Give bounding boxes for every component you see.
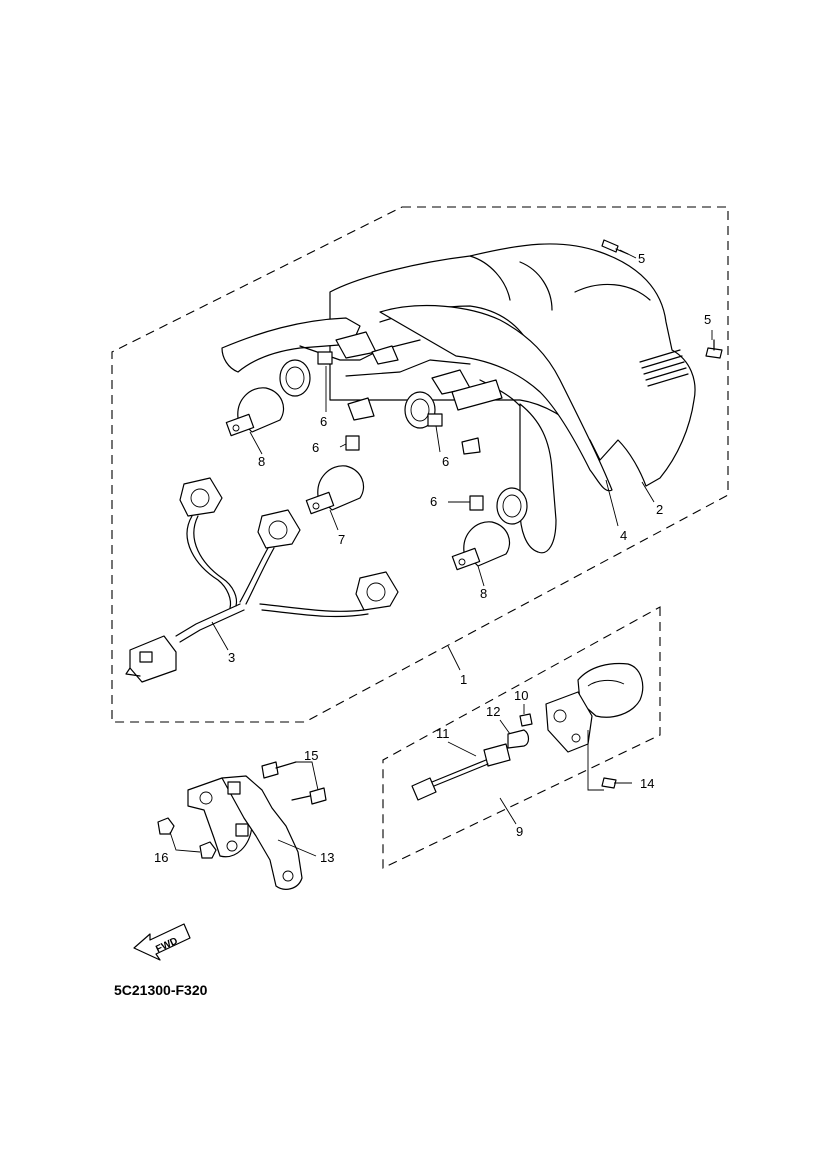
callout-13: 13 [320, 850, 334, 865]
callout-1: 1 [460, 672, 467, 687]
bracket-13 [187, 775, 303, 890]
callout-5-side: 5 [704, 312, 711, 327]
leader-lines [211, 366, 655, 857]
clip-nut-6-right [469, 495, 484, 511]
socket-cord-11 [411, 743, 511, 801]
callout-15: 15 [304, 748, 318, 763]
screw-14-bracket [587, 730, 604, 791]
nut-16-upper [157, 817, 175, 835]
wire-harness-3 [125, 477, 399, 683]
callout-4: 4 [620, 528, 627, 543]
callout-8-right: 8 [480, 586, 487, 601]
nut-16-lower [199, 841, 217, 859]
callout-10: 10 [514, 688, 528, 703]
callout-numbers: 1 2 3 4 5 5 6 6 6 6 7 8 8 9 10 11 12 13 … [154, 251, 711, 865]
license-light-lens-9 [545, 662, 644, 753]
clip-nut-6-left [345, 435, 360, 451]
screw-5-side [705, 330, 723, 359]
bulb-8-right [451, 521, 511, 571]
drawing-code: 5C21300-F320 [114, 982, 208, 998]
callout-3: 3 [228, 650, 235, 665]
screw-14 [601, 777, 632, 789]
forward-direction-arrow: FWD [133, 923, 191, 961]
callout-6-d: 6 [430, 494, 437, 509]
tail-light-housing [221, 243, 696, 554]
callout-7: 7 [338, 532, 345, 547]
callout-12: 12 [486, 704, 500, 719]
callout-9: 9 [516, 824, 523, 839]
callout-6-c: 6 [442, 454, 449, 469]
callout-5-upper: 5 [638, 251, 645, 266]
callout-14: 14 [640, 776, 654, 791]
assembly-9-boundary [382, 606, 661, 869]
bolt-15-upper [261, 761, 297, 779]
bulb-7 [305, 465, 365, 515]
callout-16: 16 [154, 850, 168, 865]
screw-10 [519, 704, 533, 727]
bolt-15-lower [291, 787, 327, 805]
assembly-1-boundary [111, 206, 729, 723]
callout-11: 11 [436, 726, 450, 741]
bulb-12 [507, 729, 530, 749]
callout-6-a: 6 [320, 414, 327, 429]
screw-5-upper [601, 239, 637, 259]
callout-6-b: 6 [312, 440, 319, 455]
bulb-8-left [225, 387, 285, 437]
callout-2: 2 [656, 502, 663, 517]
callout-8-left: 8 [258, 454, 265, 469]
